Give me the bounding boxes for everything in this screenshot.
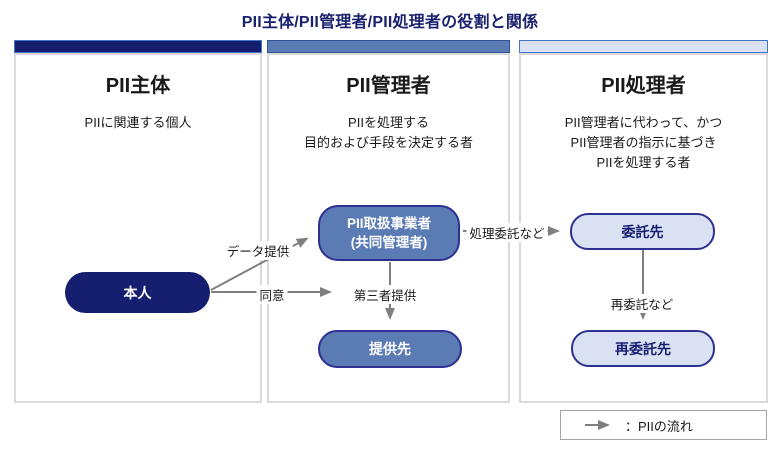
label-data-provision: データ提供 xyxy=(223,241,293,260)
label-consent: 同意 xyxy=(256,285,288,304)
controller-column-bar xyxy=(267,40,510,53)
legend-arrow-icon xyxy=(585,420,610,430)
controller-column-header: PII管理者 xyxy=(346,75,431,97)
processor-column-bar xyxy=(519,40,768,53)
label-processing-outsourcing: 処理委託など xyxy=(466,223,548,242)
processor-column-header: PII処理者 xyxy=(601,75,686,97)
diagram-title: PII主体/PII管理者/PII処理者の役割と関係 xyxy=(241,14,539,31)
label-re-outsourcing: 再委託など xyxy=(607,294,677,313)
controller-column-description: PIIを処理する 目的および手段を決定する者 xyxy=(303,115,473,150)
node-recipient: 提供先 xyxy=(318,330,462,368)
subject-column-box: PII主体 PIIに関連する個人 xyxy=(14,53,262,403)
node-principal: 本人 xyxy=(65,272,210,313)
node-contractor: 委託先 xyxy=(570,213,715,250)
subject-column-bar xyxy=(14,40,262,53)
label-third-party-provision: 第三者提供 xyxy=(350,285,420,304)
node-business-operator: PII取扱事業者 (共同管理者) xyxy=(318,205,460,261)
subject-column-header: PII主体 xyxy=(105,75,171,97)
legend: ：PIIの流れ xyxy=(560,410,767,440)
legend-text: ：PIIの流れ xyxy=(625,418,693,434)
subject-column-description: PIIに関連する個人 xyxy=(84,115,192,130)
node-subcontractor: 再委託先 xyxy=(571,330,715,367)
processor-column-description: PII管理者に代わって、かつ PII管理者の指示に基づき PIIを処理する者 xyxy=(564,115,723,170)
